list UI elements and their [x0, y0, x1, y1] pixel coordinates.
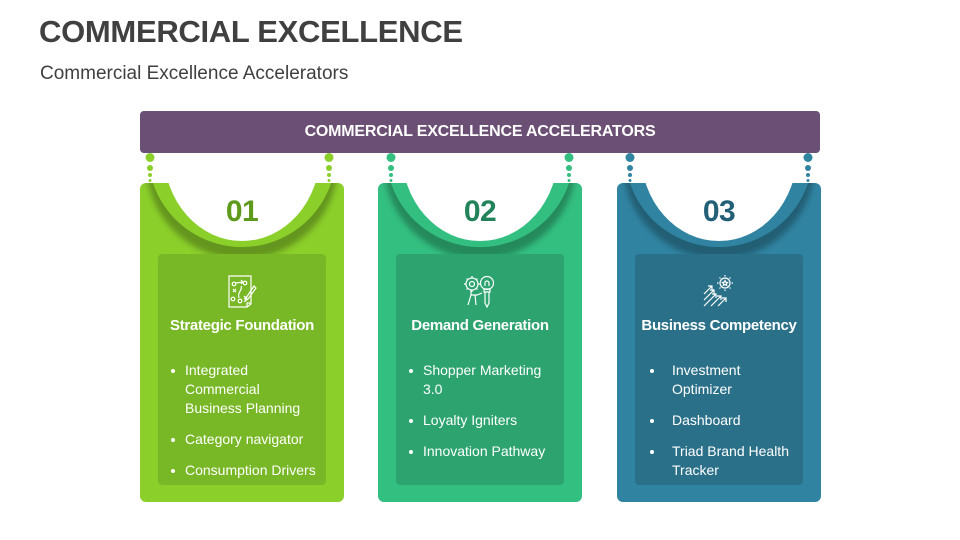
- banner-label: COMMERCIAL EXCELLENCE ACCELERATORS: [304, 123, 656, 140]
- card-number: 03: [702, 195, 736, 228]
- card-item-list: Investment Optimizer Dashboard Triad Bra…: [647, 361, 797, 492]
- connector-card2-right: [564, 153, 574, 183]
- card-number: 02: [463, 195, 497, 228]
- page-title: COMMERCIAL EXCELLENCE: [39, 14, 463, 49]
- card-strategic-foundation: 01 Strategic Foundation Integrated Comme…: [140, 183, 344, 502]
- list-item: Category navigator: [168, 430, 320, 449]
- connector-card2-left: [386, 153, 396, 183]
- card-panel: Demand Generation Shopper Marketing 3.0 …: [396, 254, 564, 485]
- card-panel: Strategic Foundation Integrated Commerci…: [158, 254, 326, 485]
- card-number: 01: [225, 195, 259, 228]
- list-item: Investment Optimizer: [647, 361, 797, 399]
- card-heading: Strategic Foundation: [169, 317, 314, 334]
- list-item: Innovation Pathway: [406, 442, 558, 461]
- card-panel: Business Competency Investment Optimizer…: [635, 254, 803, 485]
- accelerators-banner: COMMERCIAL EXCELLENCE ACCELERATORS: [140, 111, 820, 153]
- card-demand-generation: 02 Demand Generation Shopper Marketing 3…: [378, 183, 582, 502]
- card-business-competency: 03 Business Competency Investment Optimi…: [617, 183, 821, 502]
- list-item: Integrated Commercial Business Planning: [168, 361, 320, 418]
- connector-card3-left: [625, 153, 635, 183]
- list-item: Loyalty Igniters: [406, 411, 558, 430]
- list-item: Dashboard: [647, 411, 797, 430]
- card-item-list: Integrated Commercial Business Planning …: [168, 361, 320, 492]
- list-item: Triad Brand Health Tracker: [647, 442, 797, 480]
- list-item: Shopper Marketing 3.0: [406, 361, 558, 399]
- idea-gear-person-icon: [464, 275, 495, 308]
- card-heading: Business Competency: [641, 317, 797, 334]
- card-heading: Demand Generation: [411, 317, 549, 334]
- page-subtitle: Commercial Excellence Accelerators: [40, 63, 349, 84]
- growth-arrows-star-icon: [703, 275, 733, 307]
- connector-card3-right: [803, 153, 813, 183]
- card-item-list: Shopper Marketing 3.0 Loyalty Igniters I…: [406, 361, 558, 473]
- list-item: Consumption Drivers: [168, 461, 320, 480]
- connector-card1-left: [145, 153, 155, 183]
- connector-card1-right: [324, 153, 334, 183]
- strategy-plan-icon: [228, 275, 257, 308]
